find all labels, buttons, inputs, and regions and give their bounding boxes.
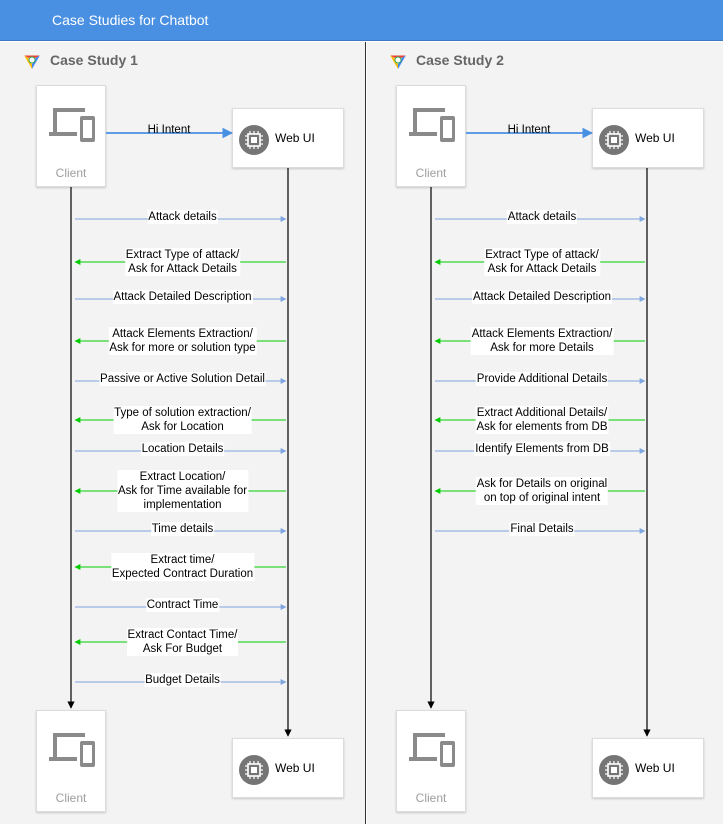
request-label: Location Details (140, 442, 225, 456)
webui-label: Web UI (275, 131, 315, 145)
app-header: Case Studies for Chatbot (0, 0, 723, 41)
response-label: Type of solution extraction/Ask for Loca… (113, 406, 252, 434)
request-label: Provide Additional Details (475, 372, 609, 386)
webui-node-top: Web UI (232, 108, 344, 168)
laptop-phone-icon (49, 108, 95, 142)
webui-label: Web UI (635, 761, 675, 775)
client-node-top: Client (396, 85, 466, 187)
compute-engine-icon (599, 755, 629, 785)
client-label: Client (415, 791, 447, 805)
laptop-phone-icon (49, 733, 95, 767)
client-node-bottom: Client (36, 710, 106, 812)
panel-title: Case Study 2 (416, 52, 504, 68)
response-label: Extract Location/Ask for Time available … (116, 470, 249, 512)
request-label: Attack details (147, 210, 218, 224)
request-label: Contract Time (145, 598, 220, 612)
client-label: Client (415, 166, 447, 180)
response-label: Extract Type of attack/Ask for Attack De… (124, 248, 241, 276)
client-node-top: Client (36, 85, 106, 187)
laptop-phone-icon (409, 733, 455, 767)
response-label: Attack Elements Extraction/Ask for more … (108, 327, 257, 355)
request-label: Final Details (509, 522, 575, 536)
request-label: Time details (150, 522, 215, 536)
intent-label: Hi Intent (147, 124, 191, 136)
request-label: Budget Details (144, 673, 221, 687)
google-cloud-logo-icon (24, 55, 40, 69)
request-label: Attack Detailed Description (112, 290, 253, 304)
response-label: Attack Elements Extraction/Ask for more … (470, 327, 614, 355)
request-label: Attack details (506, 210, 578, 224)
request-label: Attack Detailed Description (471, 290, 613, 304)
page-title: Case Studies for Chatbot (52, 12, 209, 28)
webui-label: Web UI (635, 131, 675, 145)
client-node-bottom: Client (396, 710, 466, 812)
response-label: Extract Type of attack/Ask for Attack De… (484, 248, 600, 276)
response-label: Extract Additional Details/Ask for eleme… (475, 406, 609, 434)
compute-engine-icon (239, 125, 269, 155)
client-label: Client (55, 791, 87, 805)
webui-node-bottom: Web UI (592, 738, 704, 798)
intent-label: Hi Intent (507, 124, 551, 136)
webui-node-bottom: Web UI (232, 738, 344, 798)
response-label: Extract time/Expected Contract Duration (110, 553, 255, 581)
webui-node-top: Web UI (592, 108, 704, 168)
request-label: Passive or Active Solution Detail (99, 372, 266, 386)
response-label: Extract Contact Time/Ask For Budget (126, 628, 239, 656)
laptop-phone-icon (409, 108, 455, 142)
request-label: Identify Elements from DB (474, 442, 610, 456)
client-label: Client (55, 166, 87, 180)
webui-label: Web UI (275, 761, 315, 775)
panel-title: Case Study 1 (50, 52, 138, 68)
compute-engine-icon (599, 125, 629, 155)
google-cloud-logo-icon (390, 55, 406, 69)
compute-engine-icon (239, 755, 269, 785)
